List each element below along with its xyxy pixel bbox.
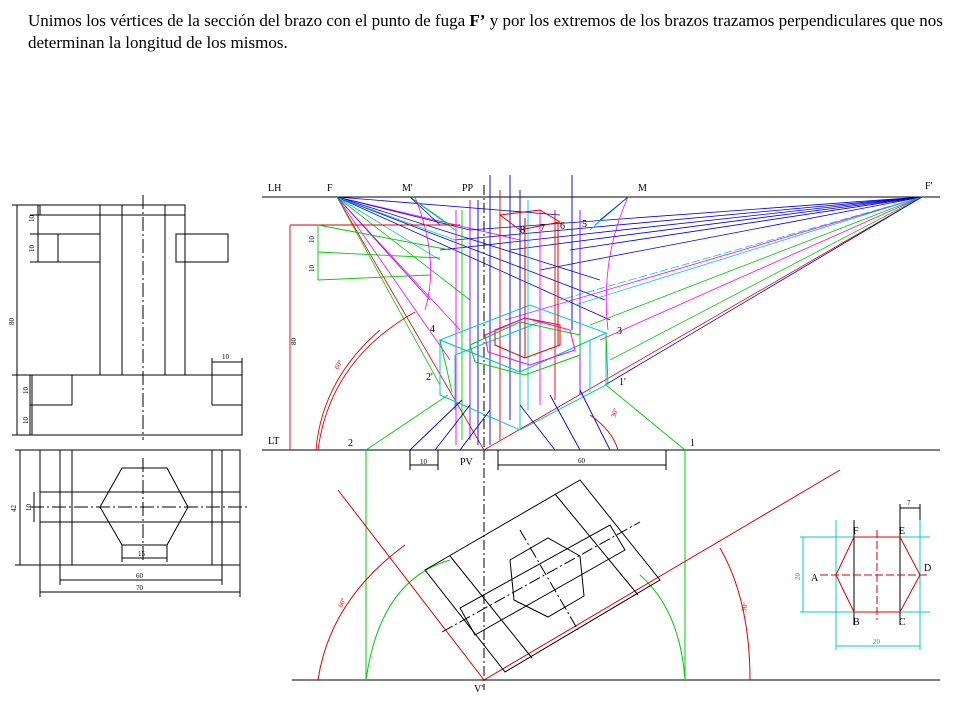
rotated-plan: [317, 450, 841, 681]
label-p1: 1: [690, 438, 695, 449]
angle-30-lower: 30º: [740, 601, 750, 612]
label-f-prime: F': [925, 181, 933, 192]
angle-30-upper: 30º: [609, 407, 620, 419]
dim-plan-width70: 70: [136, 584, 144, 592]
caption-bold: F’: [469, 11, 486, 30]
dim-plan-depth: 42: [10, 505, 18, 513]
base-dims: [409, 450, 667, 470]
label-p2: 2: [348, 438, 353, 449]
label-v2: V'': [474, 684, 485, 695]
caption-text-2: y por los extremos de los brazos trazamo…: [28, 11, 943, 52]
dim-front-height: 80: [8, 318, 16, 326]
base-rays: [365, 332, 686, 451]
measure-lines: [409, 196, 629, 331]
section-dim-20-side: 20: [794, 573, 802, 581]
label-p5: 5: [582, 219, 587, 230]
label-p7: 7: [540, 223, 545, 234]
caption: Unimos los vértices de la sección del br…: [28, 10, 948, 54]
dim-persp-80: 80: [290, 338, 298, 346]
dim-base-10: 10: [420, 458, 428, 466]
section-dim-20-bottom: 20: [873, 638, 881, 646]
dim-front-top: 10: [28, 215, 36, 223]
front-right-arm: [175, 233, 229, 263]
section-detail: [800, 504, 930, 650]
section-dim-7: 7: [907, 499, 911, 507]
perspective-labels: LH LT F M' PP M F' PV V'' 2 1 2' 1' 3 4 …: [268, 181, 933, 695]
front-left-arm: [57, 233, 101, 263]
vertical-lines: [455, 175, 581, 445]
label-f: F: [327, 183, 333, 194]
label-lt: LT: [268, 436, 279, 447]
dim-persp-10a: 10: [308, 236, 316, 244]
front-view: [12, 195, 243, 440]
height-triangle: [289, 224, 619, 451]
angle-60-lower: 60º: [337, 596, 348, 608]
caption-text-1: Unimos los vértices de la sección del br…: [28, 11, 470, 30]
label-p8: 8: [520, 225, 525, 236]
label-p3: 3: [617, 326, 622, 337]
label-pv: PV: [460, 457, 474, 468]
lines-to-f-prime: [439, 196, 923, 451]
dim-base-60: 60: [578, 457, 586, 465]
section-label-f: F: [853, 526, 859, 537]
section-label-e: E: [899, 526, 905, 537]
central-column: [469, 209, 581, 376]
section-label-b: B: [853, 617, 860, 628]
label-p6: 6: [560, 221, 565, 232]
dim-plan-width60: 60: [136, 572, 144, 580]
label-pp: PP: [462, 183, 474, 194]
plan-view: [15, 449, 248, 597]
dim-front-side: 10: [222, 353, 230, 361]
label-p2-prime: 2': [426, 372, 433, 383]
label-p4: 4: [430, 324, 435, 335]
section-label-c: C: [899, 617, 906, 628]
dim-front-base-a: 10: [22, 387, 30, 395]
front-top-cap: [39, 204, 186, 216]
section-label-a: A: [811, 573, 819, 584]
section-label-d: D: [924, 563, 931, 574]
label-m: M: [638, 183, 647, 194]
dim-plan-arm: 10: [25, 504, 33, 512]
label-p1-prime: 1': [619, 377, 626, 388]
lines-to-f: [336, 196, 611, 451]
label-lh: LH: [268, 183, 281, 194]
section-labels: A B C D E F 7 20 20: [794, 499, 931, 646]
dim-front-base-b: 10: [22, 417, 30, 425]
dim-persp-10b: 10: [308, 265, 316, 273]
reference-lines: [262, 185, 940, 690]
dim-plan-hex: 15: [138, 550, 146, 558]
angle-60-upper: 60º: [333, 358, 345, 371]
label-m-prime: M': [402, 183, 413, 194]
dim-front-arm: 10: [28, 245, 36, 253]
